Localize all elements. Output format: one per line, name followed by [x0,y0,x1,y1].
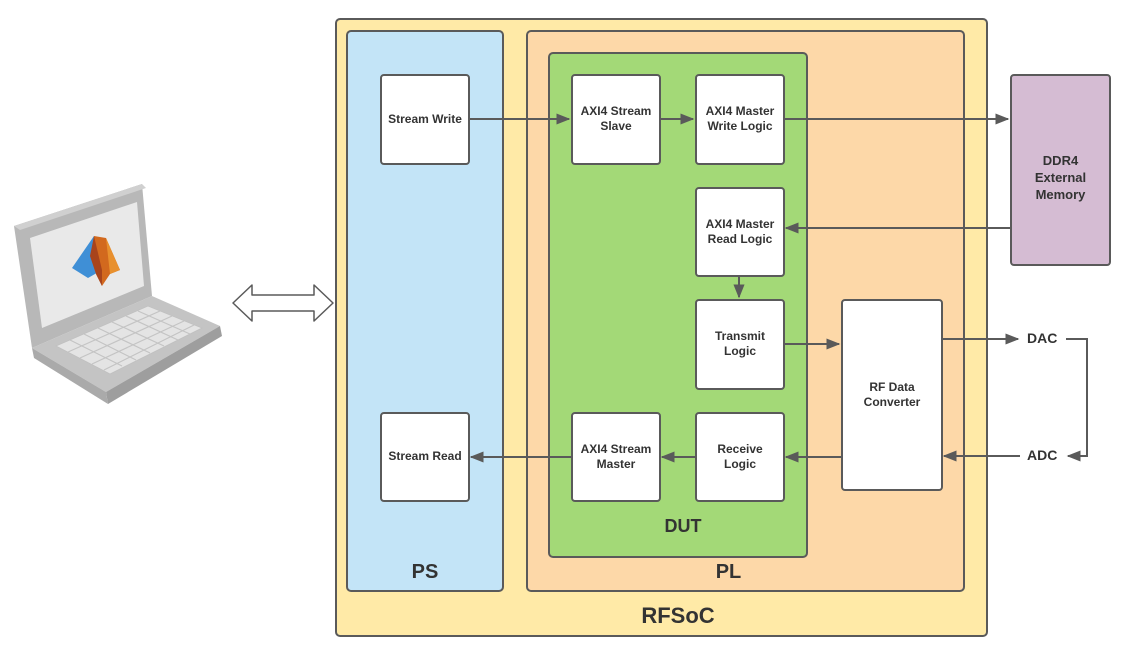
dac-label: DAC [1027,330,1058,346]
matlab-logo-icon [72,236,120,286]
receive-logic-block: Receive Logic [695,412,785,502]
adc-label: ADC [1027,447,1058,463]
axi4-stream-slave-block: AXI4 Stream Slave [571,74,661,165]
rfsoc-label: RFSoC [641,603,715,628]
ddr4-external-memory-block: DDR4 External Memory [1010,74,1111,266]
axi4-stream-master-block: AXI4 Stream Master [571,412,661,502]
stream-read-block: Stream Read [380,412,470,502]
axi4-master-write-logic-block: AXI4 Master Write Logic [695,74,785,165]
stream-write-block: Stream Write [380,74,470,165]
transmit-logic-block: Transmit Logic [695,299,785,390]
axi4-master-read-logic-block: AXI4 Master Read Logic [695,187,785,277]
pl-label: PL [715,561,742,583]
rf-data-converter-block: RF Data Converter [841,299,943,491]
wire-dac-to-adc-loopback [1066,338,1088,462]
host-link-bidirectional-arrow [232,284,334,322]
dut-label: DUT [664,516,702,536]
laptop-matlab-icon [14,184,222,404]
ps-label: PS [411,561,439,583]
